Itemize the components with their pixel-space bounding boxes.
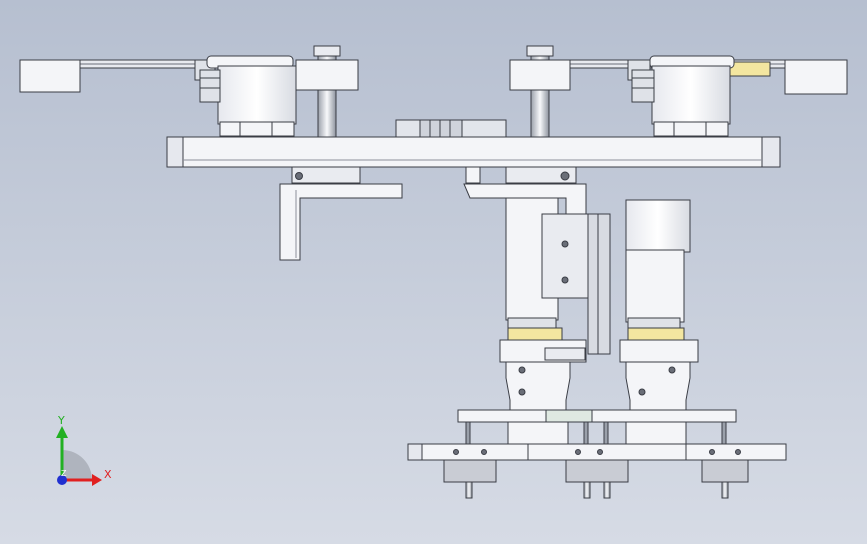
right-stepper-motor [631,55,735,137]
main-cross-beam [166,136,781,168]
upper-tool-plate [457,409,737,445]
right-vertical-cylinder [619,199,699,363]
y-axis-label: Y [57,414,65,427]
center-suction-block [565,449,629,499]
left-linear-rail [19,59,216,93]
x-arrow-head [92,474,102,486]
right-suction-block [701,449,749,499]
center-top-bracket [395,119,507,139]
left-suction-block [443,449,497,499]
right-guide-rod [509,45,571,139]
y-arrow-head [56,426,68,438]
left-stepper-motor [199,55,297,137]
z-axis-label: Z [61,469,67,478]
x-axis-label: X [104,468,112,481]
sensor-mount-plate [541,213,611,355]
left-l-bracket [279,166,403,261]
left-guide-rod [295,45,359,139]
z-axis-dot [57,475,67,485]
left-pneumatic-gripper [505,347,586,411]
plate-standoffs [465,421,727,445]
right-pneumatic-gripper [625,361,691,411]
coordinate-triad: Y X Z [56,414,112,486]
